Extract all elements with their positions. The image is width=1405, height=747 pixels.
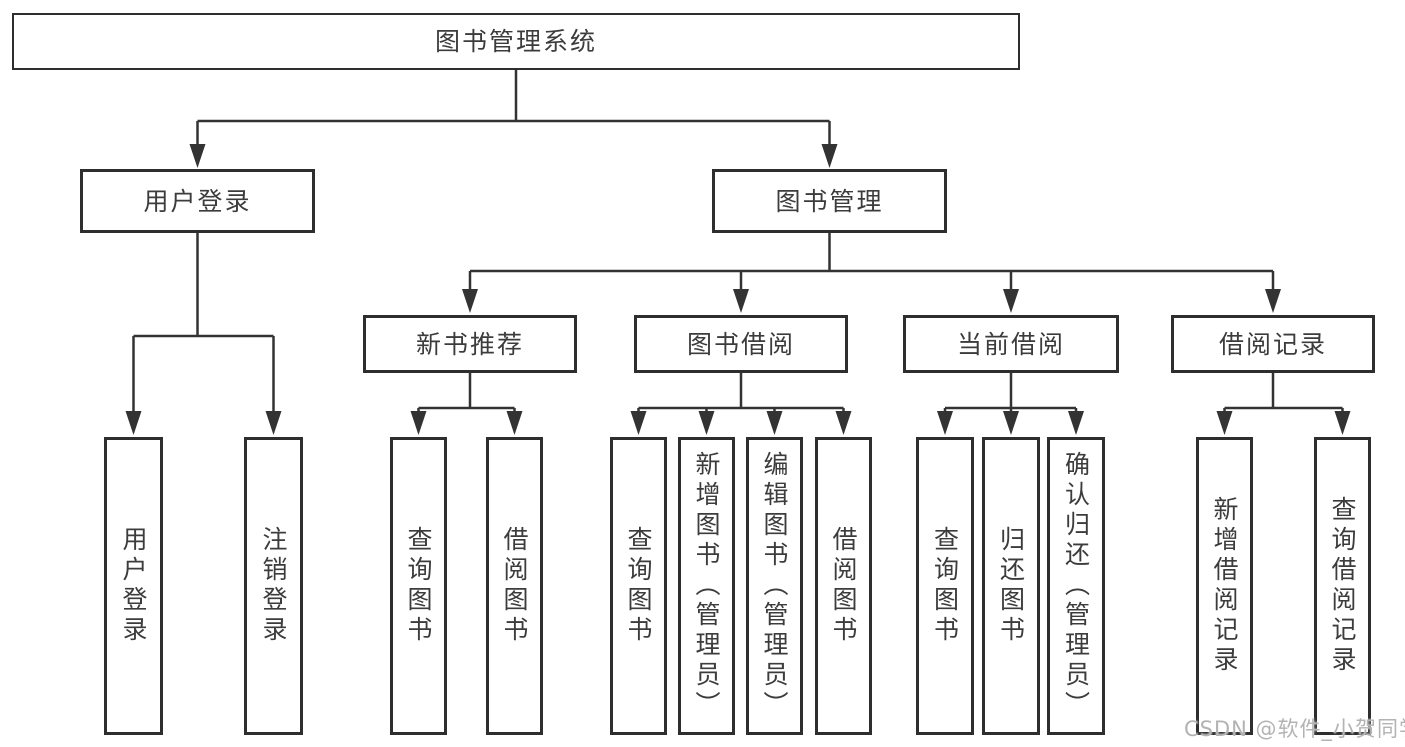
leaf-label: 借阅图书 [500,526,529,646]
leaf-label: 借阅图书 [829,526,858,646]
leaf-label: 注销登录 [259,526,288,646]
node-book-management: 图书管理 [712,169,947,233]
leaf-query-books: 查询图书 [390,437,447,735]
node-label: 图书借阅 [686,329,795,359]
leaf-confirm-return-admin: 确认归还（管理员） [1047,437,1105,735]
node-library-management-system: 图书管理系统 [12,13,1020,70]
leaf-borrow-books: 借阅图书 [815,437,872,735]
leaf-edit-books-admin: 编辑图书（管理员） [746,437,803,735]
node-label: 借阅记录 [1218,329,1327,359]
leaf-add-borrow-record: 新增借阅记录 [1196,437,1253,735]
leaf-query-books: 查询图书 [916,437,974,735]
leaf-label: 查询图书 [930,526,960,646]
node-book-borrowing: 图书借阅 [634,315,848,373]
leaf-label: 新增借阅记录 [1210,496,1239,676]
leaf-return-books: 归还图书 [982,437,1040,735]
leaf-user-login: 用户登录 [104,437,163,735]
node-user-login: 用户登录 [80,169,315,233]
csdn-watermark: CSDN @软件_小贺同学 [1184,717,1405,741]
arrowheads [125,144,1351,435]
leaf-borrow-books: 借阅图书 [486,437,543,735]
leaf-label: 新增图书（管理员） [692,451,721,721]
leaf-label: 查询图书 [624,526,653,646]
node-label: 用户登录 [143,186,252,216]
node-borrowing-records: 借阅记录 [1171,315,1375,373]
leaf-logout: 注销登录 [244,437,303,735]
node-label: 图书管理 [775,186,884,216]
leaf-label: 编辑图书（管理员） [760,451,789,721]
node-new-book-recommend: 新书推荐 [363,315,577,373]
leaf-label: 归还图书 [996,526,1026,646]
leaf-query-borrow-record: 查询借阅记录 [1314,437,1371,735]
node-label: 新书推荐 [415,329,524,359]
leaf-label: 确认归还（管理员） [1061,451,1091,721]
leaf-label: 用户登录 [119,526,148,646]
leaf-label: 查询图书 [404,526,433,646]
leaf-add-books-admin: 新增图书（管理员） [678,437,735,735]
leaf-query-books: 查询图书 [610,437,667,735]
node-label: 当前借阅 [956,329,1065,359]
node-current-borrowing: 当前借阅 [903,315,1119,373]
leaf-label: 查询借阅记录 [1328,496,1357,676]
node-label: 图书管理系统 [434,27,597,56]
